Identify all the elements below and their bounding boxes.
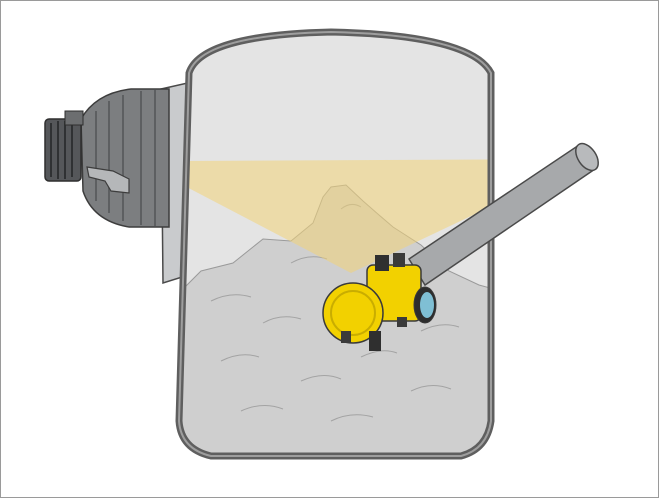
- housing-side-bolt: [397, 317, 407, 327]
- housing-top-gland-2: [393, 253, 405, 267]
- tank: [171, 32, 591, 471]
- housing-bottom-gland: [369, 331, 381, 351]
- housing-top-gland: [375, 255, 389, 271]
- motor-connector: [65, 111, 83, 125]
- housing-bottom-gland-2: [341, 331, 351, 343]
- housing-window-glass: [420, 292, 434, 318]
